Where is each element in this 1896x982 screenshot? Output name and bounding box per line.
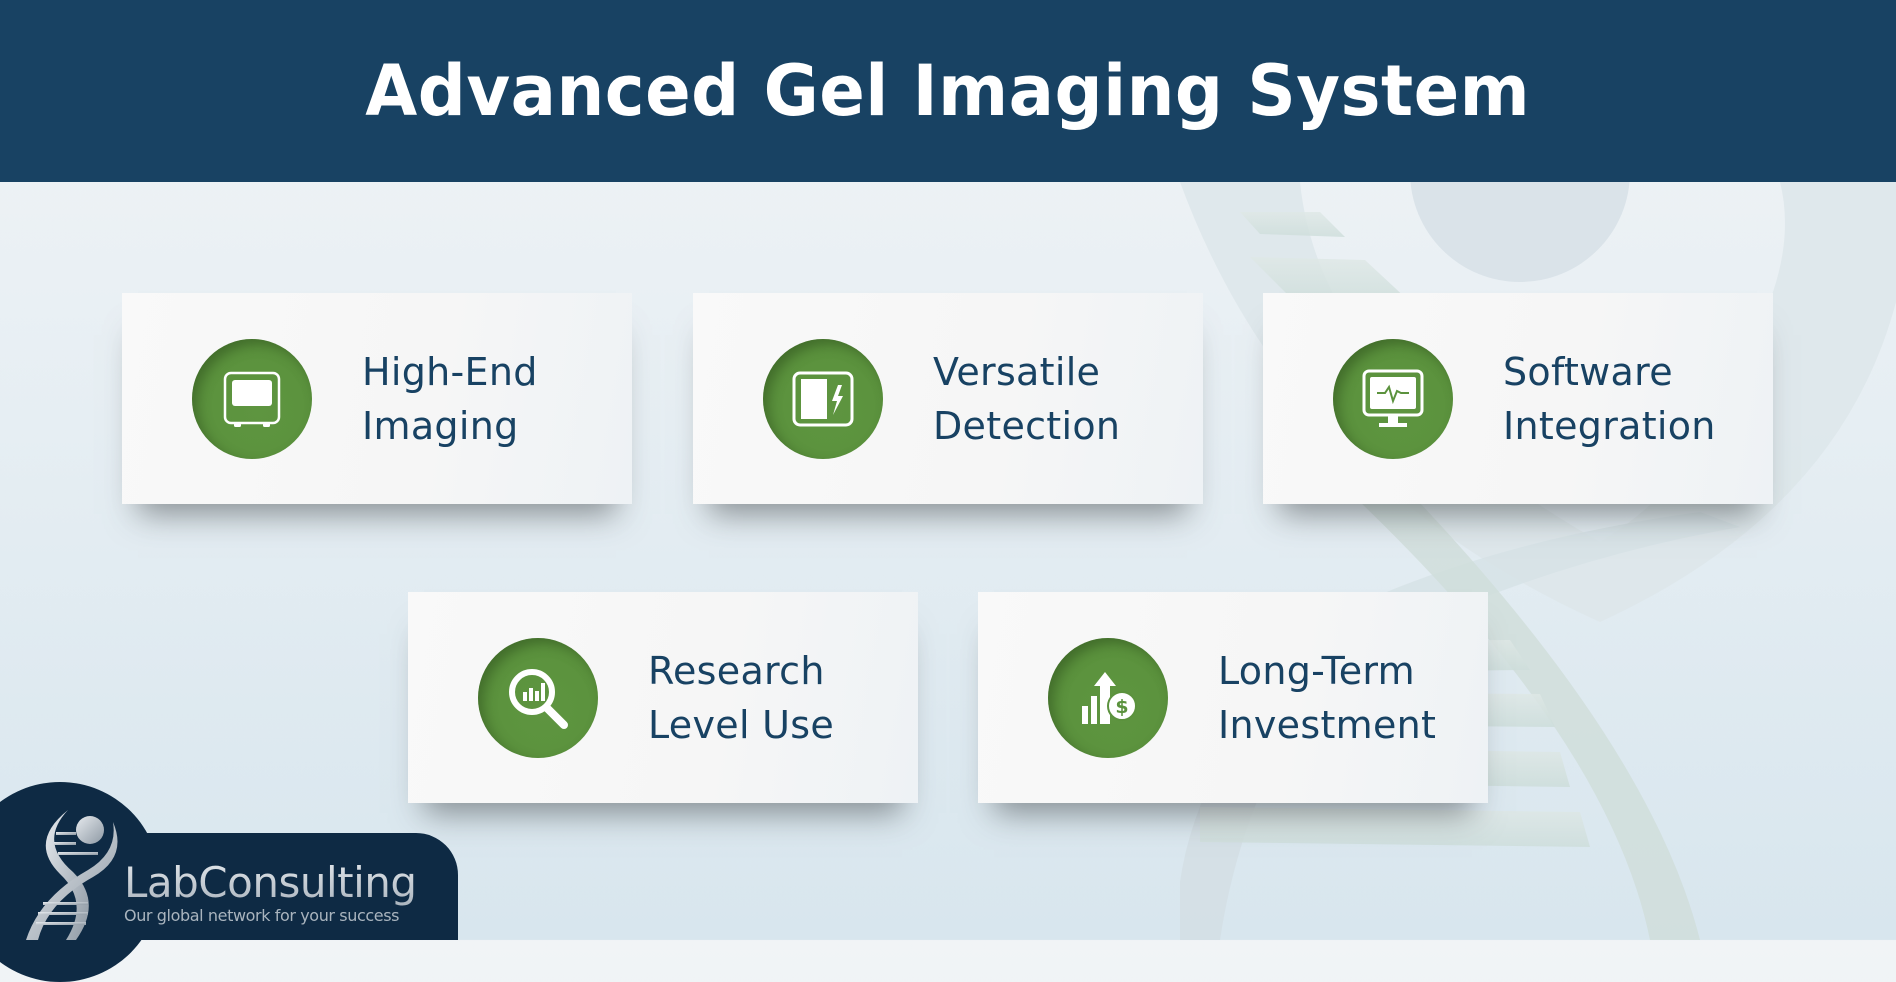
header-banner: Advanced Gel Imaging System (0, 0, 1896, 182)
card-label: Versatile Detection (933, 349, 1121, 448)
labconsulting-logo: LabConsulting Our global network for you… (0, 782, 460, 982)
gel-imager-icon (192, 338, 312, 459)
page-title: Advanced Gel Imaging System (365, 50, 1531, 132)
magnifier-chart-icon (478, 637, 598, 758)
monitor-pulse-icon (1333, 338, 1453, 459)
feature-card-research-level-use: Research Level Use (408, 592, 918, 803)
detection-panel-lightning-icon (763, 338, 883, 459)
svg-text:$: $ (1115, 696, 1128, 718)
card-label: Software Integration (1503, 349, 1716, 448)
growth-dollar-icon: $ (1048, 637, 1168, 758)
feature-card-high-end-imaging: High-End Imaging (122, 293, 632, 504)
card-label: Research Level Use (648, 648, 835, 747)
dna-person-icon (26, 810, 118, 940)
logo-name: LabConsulting (124, 858, 417, 907)
feature-card-versatile-detection: Versatile Detection (693, 293, 1203, 504)
feature-card-long-term-investment: $ Long-Term Investment (978, 592, 1488, 803)
card-label: High-End Imaging (362, 349, 538, 448)
feature-card-software-integration: Software Integration (1263, 293, 1773, 504)
card-label: Long-Term Investment (1218, 648, 1437, 747)
logo-tagline: Our global network for your success (124, 906, 400, 925)
